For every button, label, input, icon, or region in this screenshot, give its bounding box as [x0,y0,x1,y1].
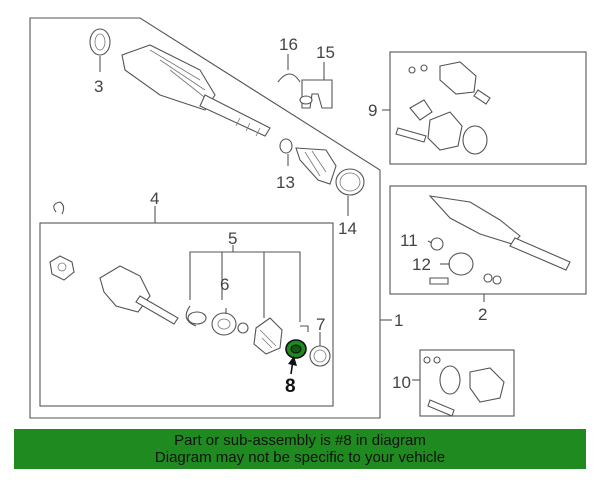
callout-7: 7 [316,315,325,334]
part-14-clamp [335,168,365,196]
part-snap-ring [185,305,197,327]
callout-11: 11 [400,231,418,250]
part-ring [187,311,207,325]
callout-13: 13 [276,173,295,192]
banner-line-2: Diagram may not be specific to your vehi… [154,449,446,466]
part-8-highlighted[interactable] [285,339,307,359]
callout-1: 1 [394,311,403,330]
callout-16: 16 [279,35,298,54]
callout-8[interactable]: 8 [285,376,296,397]
part-spider [49,255,75,281]
subassembly-4-box [39,222,334,407]
callout-14: 14 [338,219,357,238]
panel-2-box [389,185,587,295]
callout-5: 5 [228,229,237,248]
callout-9: 9 [368,101,377,120]
drive-shaft-upper [89,28,271,137]
callout-3: 3 [94,77,103,96]
parts-diagram: 3 16 15 13 14 4 5 6 7 8 1 9 11 12 2 10 [29,17,587,419]
part-boot-inner [253,317,283,355]
info-banner: Part or sub-assembly is #8 in diagram Di… [14,429,586,469]
panel-9-parts [395,61,491,155]
part-16-clip [277,73,301,83]
part-7-seal [309,345,331,367]
part-6-bearing [211,312,237,336]
callout-4: 4 [150,189,159,208]
part-small-clip [53,201,65,215]
callout-10: 10 [392,373,411,392]
part-pin [300,325,309,332]
part-13-boot [279,138,337,185]
callout-6: 6 [220,275,229,294]
main-assembly-outline [29,17,381,419]
callout-15: 15 [316,43,335,62]
panel-2-parts [428,195,571,285]
leader-lines [99,54,450,346]
callout-5-bracket [189,245,301,322]
part-15-bracket [299,79,333,109]
panel-10-box [419,349,515,417]
panel-9-box [389,51,587,165]
callout-12: 12 [412,255,431,274]
inner-joint-housing [99,265,179,325]
banner-line-1: Part or sub-assembly is #8 in diagram [174,432,426,449]
callout-8-arrowhead [288,356,297,366]
callout-2: 2 [478,305,487,324]
part-small-washer [237,322,249,334]
panel-10-parts [423,356,505,417]
